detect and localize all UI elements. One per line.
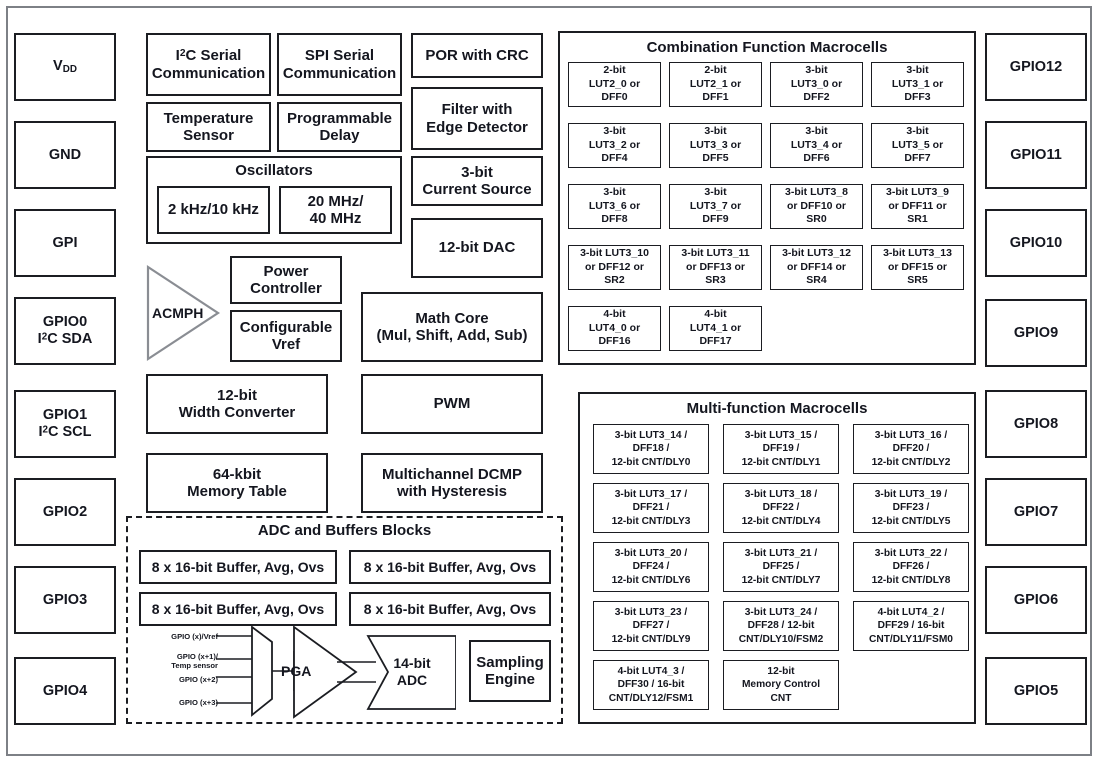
- macrocell-lut3-7[interactable]: 3-bit LUT3_7 or DFF9: [669, 184, 762, 229]
- macrocell-lut2-1[interactable]: 2-bit LUT2_1 or DFF1: [669, 62, 762, 107]
- block-buffer-3[interactable]: 8 x 16-bit Buffer, Avg, Ovs: [349, 592, 551, 626]
- block-filter-with-edge-detector[interactable]: Filter with Edge Detector: [411, 87, 543, 150]
- macrocell-lut3-6[interactable]: 3-bit LUT3_6 or DFF8: [568, 184, 661, 229]
- group-oscillators-title: Oscillators: [235, 162, 313, 179]
- pin-gnd[interactable]: GND: [14, 121, 116, 189]
- pin-gpi[interactable]: GPI: [14, 209, 116, 277]
- macrocell-lut3-5[interactable]: 3-bit LUT3_5 or DFF7: [871, 123, 964, 168]
- macrocell-lut3-1[interactable]: 3-bit LUT3_1 or DFF3: [871, 62, 964, 107]
- group-adc-and-buffers-title: ADC and Buffers Blocks: [257, 522, 432, 539]
- analog-signal-chain: [216, 625, 456, 719]
- pin-gpio12[interactable]: GPIO12: [985, 33, 1087, 101]
- block-osc-20mhz-40mhz[interactable]: 20 MHz/ 40 MHz: [279, 186, 392, 234]
- macrocell-mf-lut4-3[interactable]: 4-bit LUT4_3 / DFF30 / 16-bit CNT/DLY12/…: [593, 660, 709, 710]
- block-temperature-sensor[interactable]: Temperature Sensor: [146, 102, 271, 152]
- macrocell-lut3-9[interactable]: 3-bit LUT3_9 or DFF11 or SR1: [871, 184, 964, 229]
- macrocell-mf-lut3-24[interactable]: 3-bit LUT3_24 / DFF28 / 12-bit CNT/DLY10…: [723, 601, 839, 651]
- macrocell-mf-lut3-20[interactable]: 3-bit LUT3_20 / DFF24 / 12-bit CNT/DLY6: [593, 542, 709, 592]
- block-osc-2khz-10khz[interactable]: 2 kHz/10 kHz: [157, 186, 270, 234]
- block-multichannel-dcmp[interactable]: Multichannel DCMP with Hysteresis: [361, 453, 543, 513]
- block-buffer-2[interactable]: 8 x 16-bit Buffer, Avg, Ovs: [139, 592, 337, 626]
- pin-gpio3[interactable]: GPIO3: [14, 566, 116, 634]
- pin-gpio10[interactable]: GPIO10: [985, 209, 1087, 277]
- macrocell-mf-lut3-21[interactable]: 3-bit LUT3_21 / DFF25 / 12-bit CNT/DLY7: [723, 542, 839, 592]
- mux-input-label-0: GPIO (x)/Vref: [171, 632, 218, 641]
- macrocell-mf-lut3-22[interactable]: 3-bit LUT3_22 / DFF26 / 12-bit CNT/DLY8: [853, 542, 969, 592]
- block-power-controller[interactable]: Power Controller: [230, 256, 342, 304]
- macrocell-lut3-2[interactable]: 3-bit LUT3_2 or DFF4: [568, 123, 661, 168]
- pin-gpio2[interactable]: GPIO2: [14, 478, 116, 546]
- adc-label: 14-bit ADC: [393, 655, 431, 688]
- macrocell-mf-lut3-19[interactable]: 3-bit LUT3_19 / DFF23 / 12-bit CNT/DLY5: [853, 483, 969, 533]
- macrocell-lut3-11[interactable]: 3-bit LUT3_11 or DFF13 or SR3: [669, 245, 762, 290]
- macrocell-lut3-12[interactable]: 3-bit LUT3_12 or DFF14 or SR4: [770, 245, 863, 290]
- block-math-core[interactable]: Math Core (Mul, Shift, Add, Sub): [361, 292, 543, 362]
- block-buffer-1[interactable]: 8 x 16-bit Buffer, Avg, Ovs: [349, 550, 551, 584]
- pin-gpio7[interactable]: GPIO7: [985, 478, 1087, 546]
- group-combination-macrocells-title: Combination Function Macrocells: [646, 39, 888, 56]
- macrocell-mf-lut3-14[interactable]: 3-bit LUT3_14 / DFF18 / 12-bit CNT/DLY0: [593, 424, 709, 474]
- macrocell-lut3-4[interactable]: 3-bit LUT3_4 or DFF6: [770, 123, 863, 168]
- mux-input-label-1: GPIO (x+1)/ Temp sensor: [171, 652, 218, 670]
- macrocell-lut4-1[interactable]: 4-bit LUT4_1 or DFF17: [669, 306, 762, 351]
- macrocell-lut3-10[interactable]: 3-bit LUT3_10 or DFF12 or SR2: [568, 245, 661, 290]
- group-multifunction-macrocells-title: Multi-function Macrocells: [686, 400, 868, 417]
- pin-gpio11[interactable]: GPIO11: [985, 121, 1087, 189]
- mux-input-label-3: GPIO (x+3): [178, 698, 218, 707]
- macrocell-mf-lut3-15[interactable]: 3-bit LUT3_15 / DFF19 / 12-bit CNT/DLY1: [723, 424, 839, 474]
- block-configurable-vref[interactable]: Configurable Vref: [230, 310, 342, 362]
- macrocell-mf-lut3-23[interactable]: 3-bit LUT3_23 / DFF27 / 12-bit CNT/DLY9: [593, 601, 709, 651]
- block-64kbit-memory-table[interactable]: 64-kbit Memory Table: [146, 453, 328, 513]
- pin-gpio9[interactable]: GPIO9: [985, 299, 1087, 367]
- pin-gpio8[interactable]: GPIO8: [985, 390, 1087, 458]
- pin-vdd-label: VDD: [53, 58, 77, 76]
- macrocell-mf-lut3-17[interactable]: 3-bit LUT3_17 / DFF21 / 12-bit CNT/DLY3: [593, 483, 709, 533]
- pin-gpio5[interactable]: GPIO5: [985, 657, 1087, 725]
- pin-vdd[interactable]: VDD: [14, 33, 116, 101]
- block-buffer-0[interactable]: 8 x 16-bit Buffer, Avg, Ovs: [139, 550, 337, 584]
- block-12bit-width-converter[interactable]: 12-bit Width Converter: [146, 374, 328, 434]
- macrocell-mf-lut4-2[interactable]: 4-bit LUT4_2 / DFF29 / 16-bit CNT/DLY11/…: [853, 601, 969, 651]
- macrocell-lut2-0[interactable]: 2-bit LUT2_0 or DFF0: [568, 62, 661, 107]
- macrocell-mf-lut3-18[interactable]: 3-bit LUT3_18 / DFF22 / 12-bit CNT/DLY4: [723, 483, 839, 533]
- block-12bit-dac[interactable]: 12-bit DAC: [411, 218, 543, 278]
- pga-label: PGA: [281, 663, 312, 679]
- acmph-comparator[interactable]: ACMPH: [144, 264, 222, 362]
- mux-input-label-2: GPIO (x+2): [178, 675, 218, 684]
- macrocell-mf-lut3-16[interactable]: 3-bit LUT3_16 / DFF20 / 12-bit CNT/DLY2: [853, 424, 969, 474]
- macrocell-lut3-3[interactable]: 3-bit LUT3_3 or DFF5: [669, 123, 762, 168]
- block-3bit-current-source[interactable]: 3-bit Current Source: [411, 156, 543, 206]
- pin-gpio6[interactable]: GPIO6: [985, 566, 1087, 634]
- macrocell-lut4-0[interactable]: 4-bit LUT4_0 or DFF16: [568, 306, 661, 351]
- block-sampling-engine[interactable]: Sampling Engine: [469, 640, 551, 702]
- acmph-label: ACMPH: [152, 305, 204, 321]
- macrocell-lut3-8[interactable]: 3-bit LUT3_8 or DFF10 or SR0: [770, 184, 863, 229]
- macrocell-mf-memory-control-cnt[interactable]: 12-bit Memory Control CNT: [723, 660, 839, 710]
- block-pwm[interactable]: PWM: [361, 374, 543, 434]
- acmph-triangle-icon: [146, 264, 221, 362]
- pin-gpio4[interactable]: GPIO4: [14, 657, 116, 725]
- block-por-with-crc[interactable]: POR with CRC: [411, 33, 543, 78]
- macrocell-lut3-0[interactable]: 3-bit LUT3_0 or DFF2: [770, 62, 863, 107]
- block-programmable-delay[interactable]: Programmable Delay: [277, 102, 402, 152]
- macrocell-lut3-13[interactable]: 3-bit LUT3_13 or DFF15 or SR5: [871, 245, 964, 290]
- block-spi-serial-communication[interactable]: SPI Serial Communication: [277, 33, 402, 96]
- chip-outer-frame: [6, 6, 1092, 756]
